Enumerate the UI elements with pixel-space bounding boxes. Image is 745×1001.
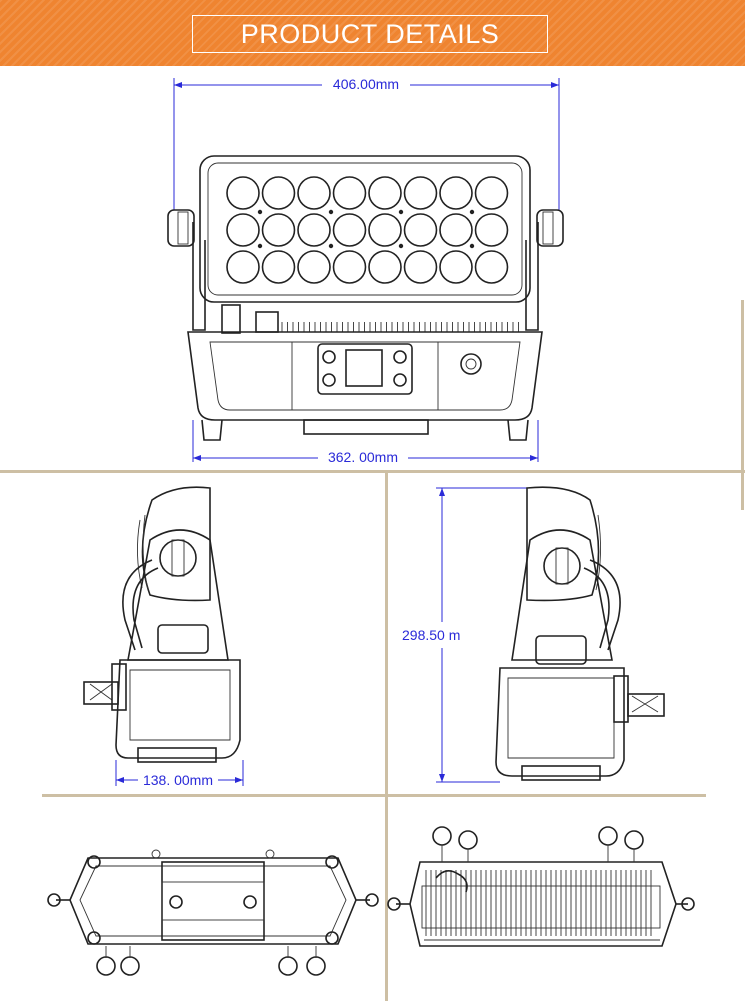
divider-middle-upper	[385, 473, 388, 1001]
led-lens	[332, 176, 367, 210]
led-lens	[368, 250, 402, 284]
led-lens	[297, 213, 331, 247]
led-lens	[226, 213, 260, 247]
dim-depth: 138. 00mm	[142, 772, 214, 788]
led-lens	[297, 176, 331, 210]
divider-right-edge	[741, 300, 744, 510]
led-lens	[403, 250, 438, 284]
divider-top	[0, 470, 745, 473]
led-lens	[474, 176, 509, 210]
screw	[257, 209, 263, 215]
led-lens	[474, 213, 509, 247]
dim-base-width: 362. 00mm	[327, 449, 399, 465]
led-lens	[439, 176, 473, 210]
dim-height: 298.50 m	[402, 627, 482, 643]
screw	[469, 209, 475, 215]
screw	[328, 209, 334, 215]
led-lens	[368, 213, 402, 247]
divider-left-lower	[42, 794, 385, 797]
rear-heat-fins	[425, 870, 652, 936]
led-array	[226, 176, 509, 284]
screw	[328, 243, 334, 249]
screw	[469, 243, 475, 249]
led-lens	[439, 250, 473, 284]
led-lens	[226, 250, 260, 284]
dim-overall-width: 406.00mm	[332, 76, 400, 92]
page-title: PRODUCT DETAILS	[192, 15, 548, 53]
header-banner: PRODUCT DETAILS	[0, 0, 745, 66]
led-lens	[261, 250, 296, 284]
front-view-drawing	[167, 78, 564, 462]
led-lens	[261, 176, 296, 210]
led-lens	[439, 213, 473, 247]
led-lens	[474, 250, 509, 284]
led-lens	[403, 213, 438, 247]
heat-fins	[281, 322, 519, 332]
led-lens	[403, 176, 438, 210]
screw	[398, 209, 404, 215]
led-lens	[332, 250, 367, 284]
led-lens	[226, 176, 260, 210]
led-lens	[332, 213, 367, 247]
led-lens	[297, 250, 331, 284]
screw	[398, 243, 404, 249]
led-lens	[368, 176, 402, 210]
divider-right-lower	[388, 794, 706, 797]
screw	[257, 243, 263, 249]
led-lens	[261, 213, 296, 247]
